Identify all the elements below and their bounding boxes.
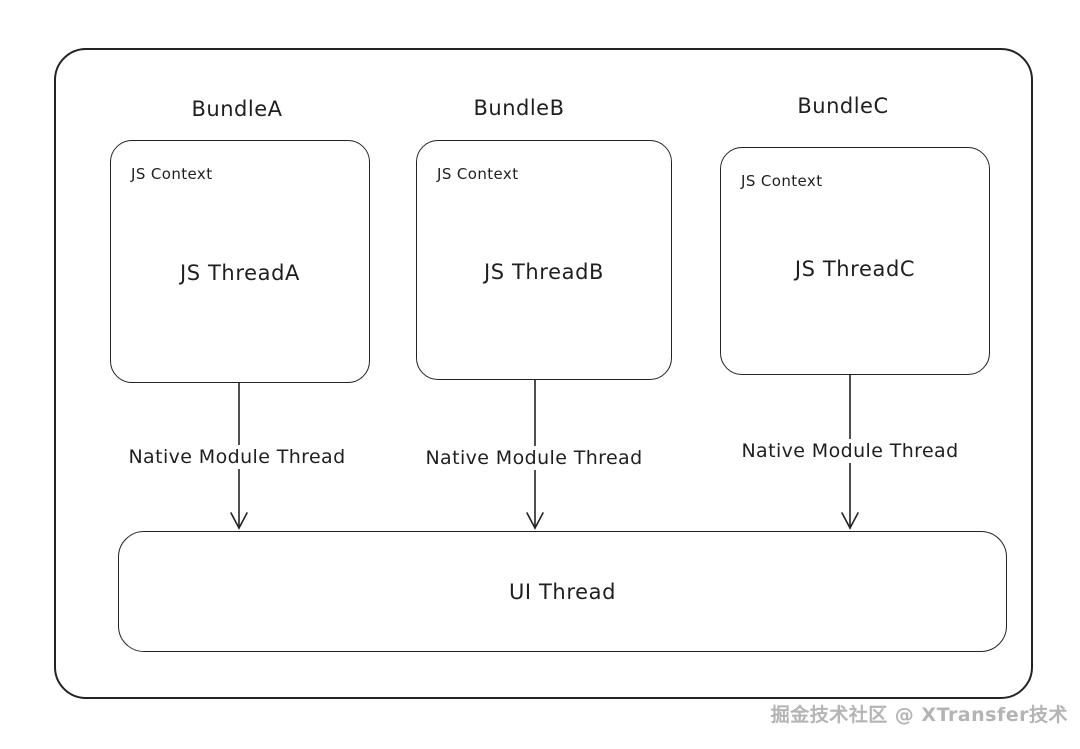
outer-frame bbox=[54, 48, 1033, 699]
bundle-b-title: BundleB bbox=[473, 96, 565, 120]
ui-thread-label: UI Thread bbox=[508, 579, 617, 604]
js-context-box-b: JS Context JS ThreadB bbox=[416, 140, 672, 380]
native-module-thread-label-a: Native Module Thread bbox=[120, 445, 354, 469]
bundle-a-title: BundleA bbox=[191, 97, 283, 121]
js-thread-label-a: JS ThreadA bbox=[180, 261, 300, 285]
ui-thread-box: UI Thread bbox=[118, 531, 1007, 652]
js-context-box-c: JS Context JS ThreadC bbox=[720, 147, 990, 375]
watermark-text: 掘金技术社区 @ XTransfer技术 bbox=[770, 704, 1068, 726]
js-thread-label-b: JS ThreadB bbox=[483, 260, 605, 284]
js-context-label-a: JS Context bbox=[131, 165, 213, 183]
js-context-box-a: JS Context JS ThreadA bbox=[110, 140, 370, 383]
js-context-label-b: JS Context bbox=[437, 165, 519, 183]
native-module-thread-label-c: Native Module Thread bbox=[733, 439, 967, 463]
js-thread-label-c: JS ThreadC bbox=[794, 257, 916, 281]
native-module-thread-label-b: Native Module Thread bbox=[417, 446, 651, 470]
bundle-c-title: BundleC bbox=[797, 94, 889, 118]
js-context-label-c: JS Context bbox=[741, 172, 823, 190]
